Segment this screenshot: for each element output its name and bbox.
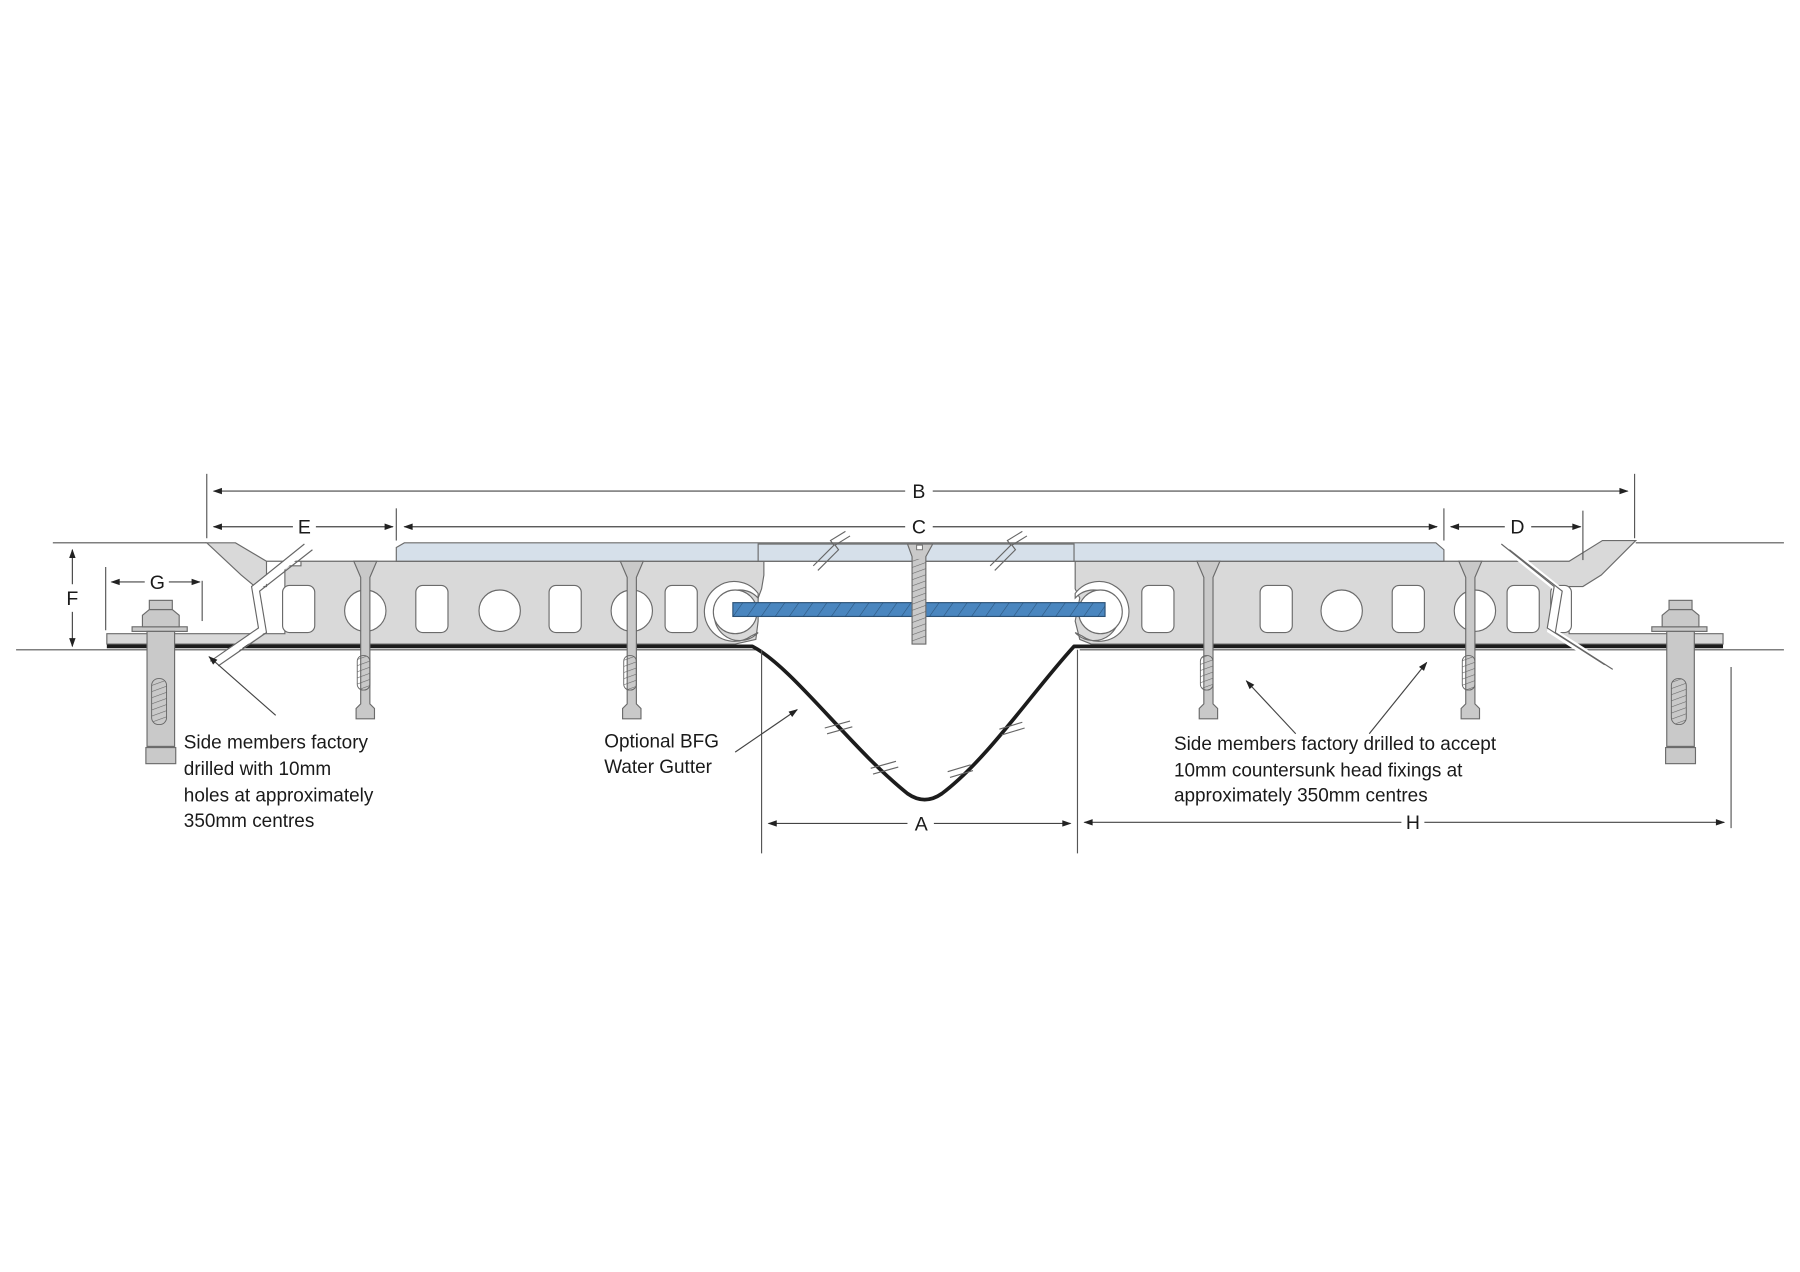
note-line: 350mm centres xyxy=(184,811,315,832)
note-line: Optional BFG xyxy=(604,732,719,753)
centre-screw xyxy=(906,543,934,645)
left-side-member xyxy=(106,542,765,645)
water-gutter xyxy=(106,644,1724,802)
dim-label-e: E xyxy=(298,517,311,539)
anchor-bolts xyxy=(131,599,1708,765)
leader-arrows xyxy=(208,656,1428,753)
note-line: 10mm countersunk head fixings at xyxy=(1174,760,1463,781)
note-line: Side members factory drilled to accept xyxy=(1174,734,1497,755)
dim-label-d: D xyxy=(1510,517,1524,539)
dim-label-h: H xyxy=(1406,812,1420,834)
note-line: Water Gutter xyxy=(604,757,712,778)
note-line: approximately 350mm centres xyxy=(1174,786,1428,807)
countersunk-fixings xyxy=(352,560,1483,720)
note-line: Side members factory xyxy=(184,733,369,754)
dim-label-f: F xyxy=(66,588,78,610)
dim-label-g: G xyxy=(150,572,165,594)
note-water-gutter: Optional BFG Water Gutter xyxy=(604,732,719,778)
dim-label-b: B xyxy=(912,481,925,503)
note-right-side-members: Side members factory drilled to accept 1… xyxy=(1174,734,1497,807)
break-lines xyxy=(209,543,1614,670)
dim-label-c: C xyxy=(912,517,926,539)
note-line: drilled with 10mm xyxy=(184,759,331,780)
note-left-side-members: Side members factory drilled with 10mm h… xyxy=(184,733,374,832)
note-line: holes at approximately xyxy=(184,786,374,807)
dim-label-a: A xyxy=(915,813,928,835)
dimension-lines xyxy=(69,473,1732,854)
dimension-labels: B C E D G F A H xyxy=(66,481,1524,835)
